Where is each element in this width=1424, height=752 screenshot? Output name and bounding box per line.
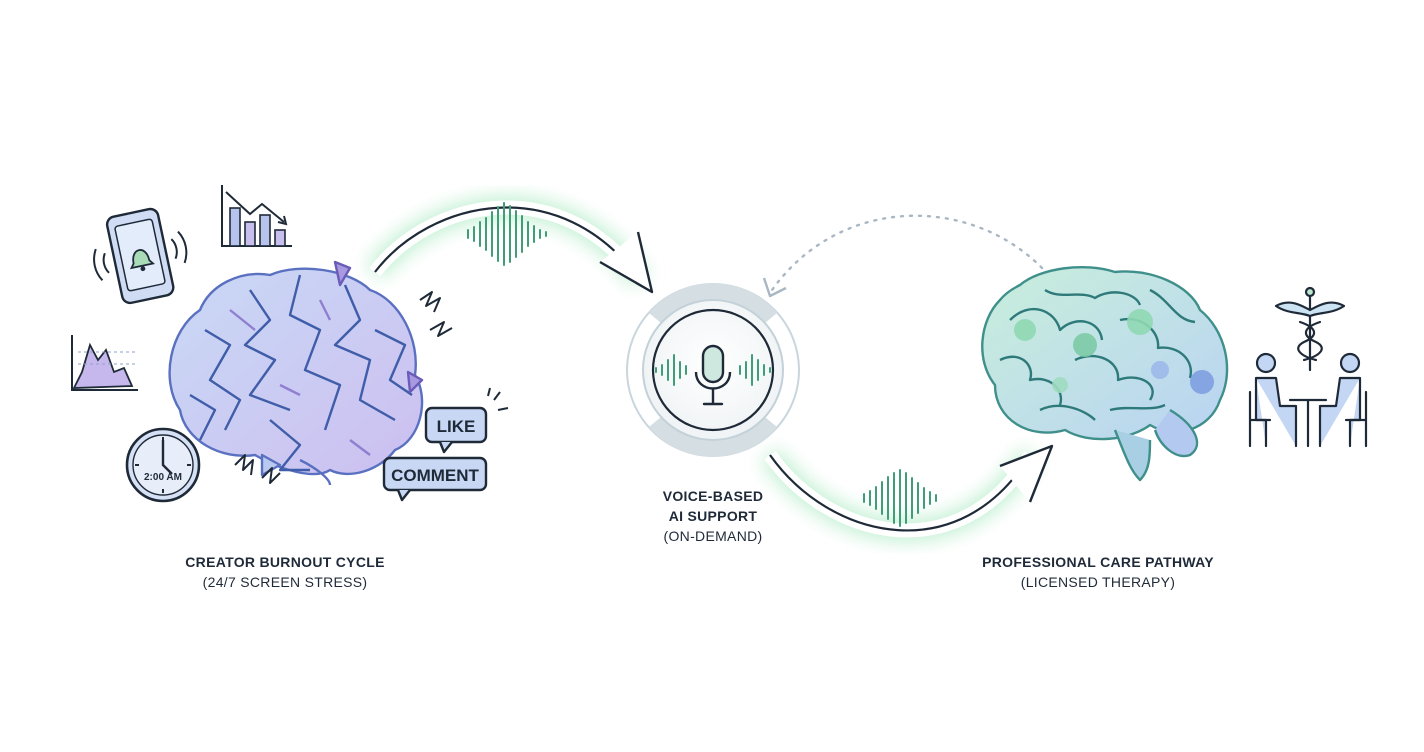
burnout-caption: CREATOR BURNOUT CYCLE (24/7 SCREEN STRES… — [160, 552, 410, 592]
healthy-brain-icon — [981, 265, 1229, 482]
ai-support-title-line2: AI SUPPORT — [668, 508, 758, 524]
comment-bubble-icon: COMMENT — [382, 456, 488, 502]
declining-bar-chart-icon — [221, 185, 292, 247]
ai-support-title-line1: VOICE-BASED — [662, 488, 764, 504]
care-title: PROFESSIONAL CARE PATHWAY — [982, 554, 1214, 570]
burnout-title: CREATOR BURNOUT CYCLE — [185, 554, 385, 570]
therapy-session-icon — [1248, 286, 1368, 448]
care-subtitle: (LICENSED THERAPY) — [1020, 574, 1176, 590]
phone-notification-icon — [93, 207, 188, 305]
soundwave-bottom-icon — [863, 469, 937, 527]
care-caption: PROFESSIONAL CARE PATHWAY (LICENSED THER… — [970, 552, 1226, 592]
clock-time-label: 2:00 AM — [144, 472, 182, 483]
stress-lines-icon — [234, 291, 453, 484]
soundwave-top-icon — [467, 202, 547, 266]
fragmented-brain-icon — [168, 260, 424, 486]
burnout-subtitle: (24/7 SCREEN STRESS) — [202, 574, 368, 590]
dotted-return-arrow — [770, 214, 1044, 292]
like-bubble-icon: LIKE — [424, 387, 509, 454]
comment-label: COMMENT — [391, 466, 479, 485]
ai-support-caption: VOICE-BASED AI SUPPORT (ON-DEMAND) — [613, 486, 813, 546]
voice-ai-mic-icon — [626, 283, 800, 457]
dotted-arrow-head — [762, 277, 787, 298]
like-label: LIKE — [437, 417, 476, 436]
ai-support-subtitle: (ON-DEMAND) — [663, 528, 763, 544]
area-chart-icon — [71, 335, 138, 391]
arrow-to-care — [761, 444, 1054, 542]
clock-2am-icon: 2:00 AM — [125, 427, 201, 503]
arrow-to-ai-support — [366, 196, 654, 294]
